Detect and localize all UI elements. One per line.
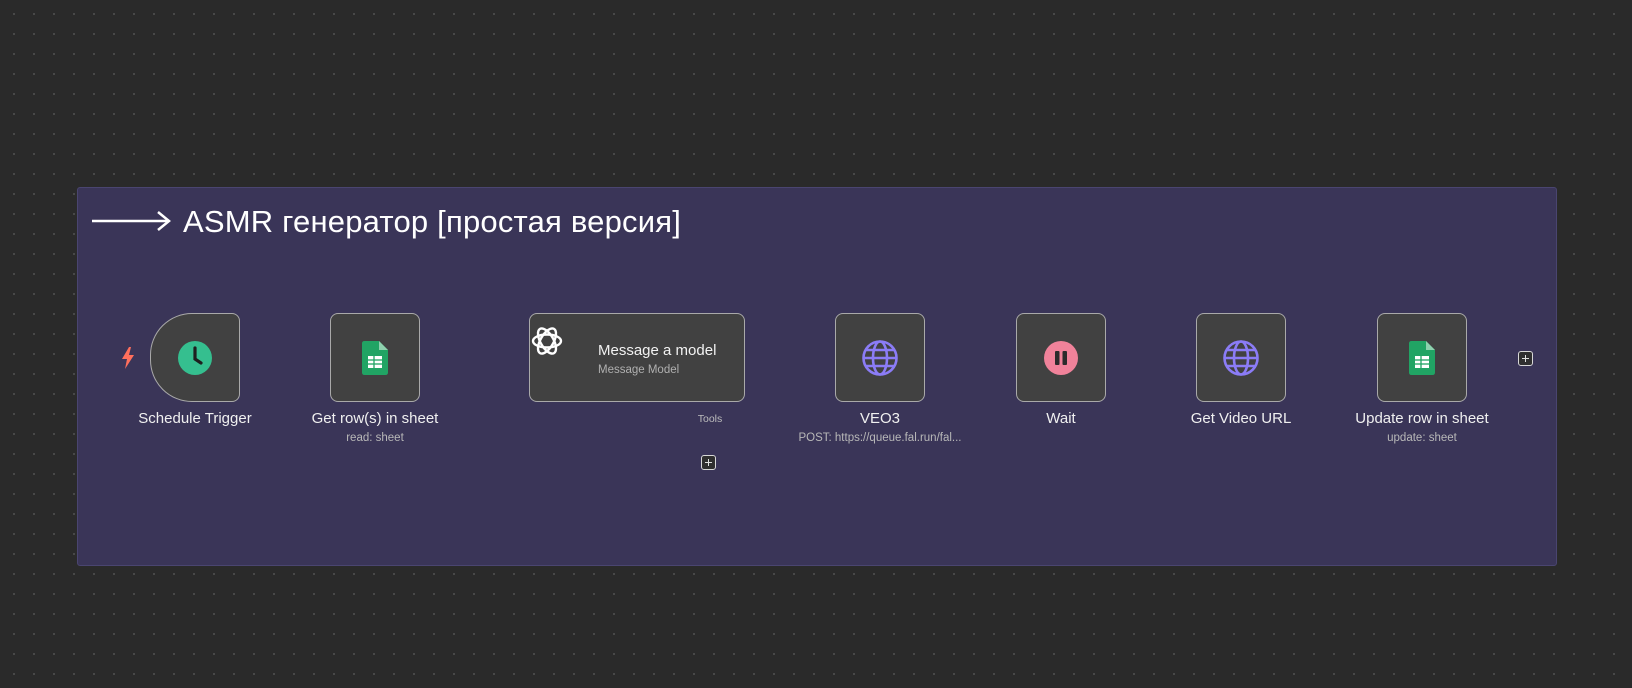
node-label-get-rows: Get row(s) in sheet [311,410,439,427]
node-subtitle-get-rows: read: sheet [346,432,404,444]
openai-icon [531,327,563,355]
google-sheets-icon [362,340,388,375]
sticky-note-title: ASMR генератор [простая версия] [183,204,682,239]
tools-connector-label: Tools [697,413,723,425]
globe-icon [862,339,898,376]
node-subtitle-veo3: POST: https://queue.fal.run/fal... [798,432,962,444]
node-schedule-trigger[interactable] [150,313,240,402]
node-veo3[interactable] [835,313,925,402]
add-tool-button[interactable] [701,455,716,470]
node-label-veo3: VEO3 [859,410,901,427]
google-sheets-icon [1409,340,1435,375]
node-get-rows[interactable] [330,313,420,402]
node-label-schedule-trigger: Schedule Trigger [138,410,252,427]
arrow-right-icon [92,211,171,231]
node-update-row[interactable] [1377,313,1467,402]
add-next-node-button[interactable] [1518,351,1533,366]
clock-icon [178,340,212,375]
node-message-model[interactable]: Message a model Message Model [529,313,745,402]
node-label-update-row: Update row in sheet [1355,410,1489,427]
trigger-bolt-icon [122,347,134,369]
pause-icon [1044,340,1078,375]
node-label-wait: Wait [1046,410,1076,427]
node-subtitle-update-row: update: sheet [1387,432,1457,444]
node-get-video-url[interactable] [1196,313,1286,402]
node-wait[interactable] [1016,313,1106,402]
sticky-note[interactable]: ASMR генератор [простая версия] [77,187,1557,566]
node-subtitle-message-model: Message Model [598,364,680,376]
globe-icon [1223,339,1259,376]
node-label-message-model: Message a model [598,342,717,359]
node-label-get-video-url: Get Video URL [1190,410,1292,427]
